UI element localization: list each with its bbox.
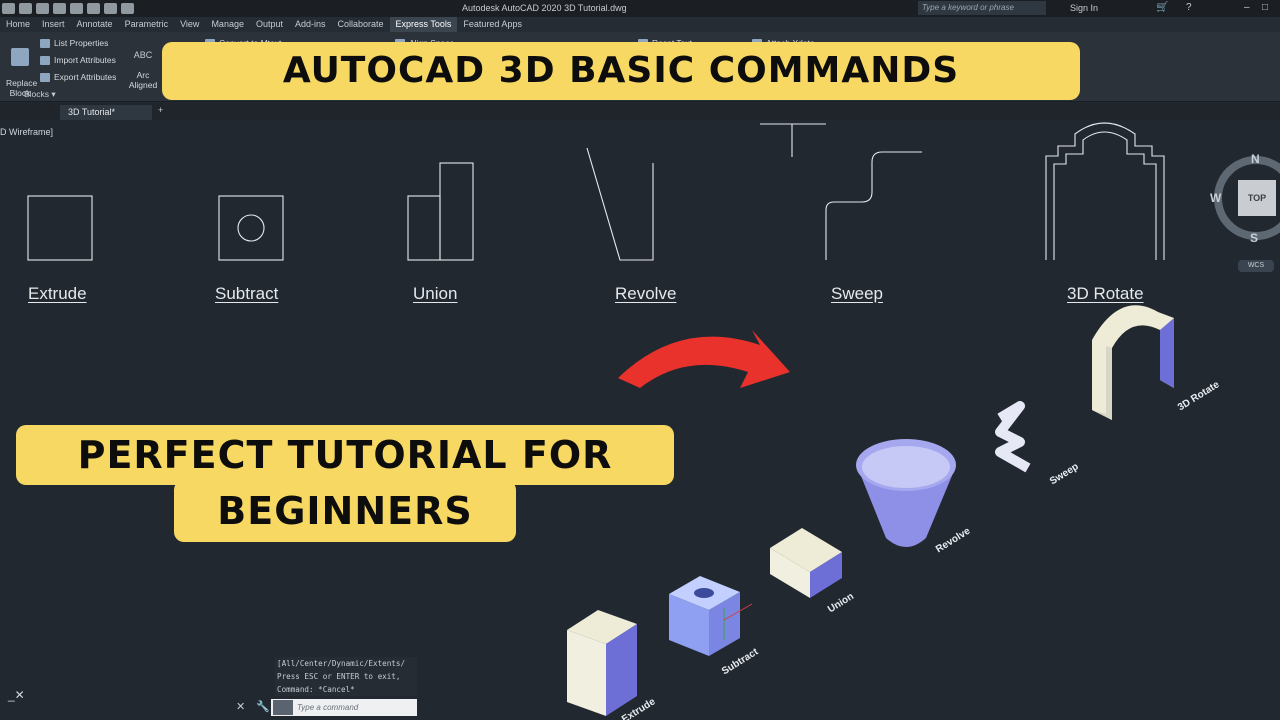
union-profile-a bbox=[407, 195, 441, 261]
undo-icon[interactable] bbox=[104, 3, 117, 14]
document-tabs: 3D Tutorial* + bbox=[0, 103, 1280, 120]
arc-aligned-label: Arc Aligned bbox=[128, 70, 158, 90]
arc-aligned-button[interactable]: ABC Arc Aligned bbox=[128, 40, 158, 90]
label-3d-rotate: 3D Rotate bbox=[1067, 284, 1144, 303]
command-history-line: Command: *Cancel* bbox=[277, 685, 355, 694]
blocks-group-text: Blocks bbox=[24, 89, 50, 99]
sign-in-button[interactable]: Sign In bbox=[1070, 3, 1099, 13]
command-placeholder: Type a command bbox=[297, 703, 359, 712]
help-icon[interactable]: ? bbox=[1186, 2, 1192, 13]
redo-icon[interactable] bbox=[121, 3, 134, 14]
tab-manage[interactable]: Manage bbox=[211, 19, 244, 29]
arc-text-icon: ABC bbox=[133, 50, 153, 60]
tab-addins[interactable]: Add-ins bbox=[295, 19, 326, 29]
tab-view[interactable]: View bbox=[180, 19, 200, 29]
save-icon[interactable] bbox=[36, 3, 49, 14]
subtitle-banner-line1: PERFECT TUTORIAL FOR bbox=[16, 425, 674, 485]
cart-icon[interactable]: 🛒 bbox=[1156, 2, 1169, 13]
export-attributes-label: Export Attributes bbox=[54, 72, 117, 82]
command-dropdown-icon[interactable] bbox=[273, 700, 293, 715]
command-history: [All/Center/Dynamic/Extents/ Press ESC o… bbox=[275, 657, 417, 696]
export-icon bbox=[40, 73, 50, 83]
sweep-path bbox=[825, 151, 922, 260]
open-icon[interactable] bbox=[19, 3, 32, 14]
drawing-canvas[interactable] bbox=[0, 120, 1280, 720]
revolve-profile bbox=[586, 147, 654, 261]
viewcube-north[interactable]: N bbox=[1251, 152, 1260, 166]
tab-output[interactable]: Output bbox=[255, 19, 283, 29]
tab-parametric[interactable]: Parametric bbox=[124, 19, 169, 29]
extrude-solid bbox=[567, 610, 637, 716]
web-mobile-icon[interactable] bbox=[70, 3, 83, 14]
new-icon[interactable] bbox=[2, 3, 15, 14]
replace-block-icon bbox=[11, 48, 29, 66]
tab-collaborate[interactable]: Collaborate bbox=[337, 19, 384, 29]
list-properties-button[interactable]: List Properties bbox=[40, 38, 109, 49]
list-icon bbox=[40, 39, 50, 49]
red-arrow-icon bbox=[618, 330, 790, 388]
sweep-solid bbox=[995, 401, 1031, 473]
rotate-solid bbox=[1092, 305, 1174, 420]
viewcube-ring[interactable] bbox=[1214, 156, 1280, 240]
rotate-arch-outer bbox=[1045, 122, 1165, 260]
command-history-line: Press ESC or ENTER to exit, bbox=[277, 672, 401, 681]
ucs-icon: _✕ bbox=[8, 688, 25, 702]
rotate-arch-inner bbox=[1053, 131, 1157, 260]
plot-icon[interactable] bbox=[87, 3, 100, 14]
label-extrude: Extrude bbox=[28, 284, 87, 303]
viewcube-west[interactable]: W bbox=[1210, 191, 1222, 205]
label-union: Union bbox=[413, 284, 458, 303]
union-profile-b bbox=[439, 162, 474, 261]
blocks-group-label[interactable]: Blocks ▾ bbox=[24, 89, 56, 99]
viewcube-south[interactable]: S bbox=[1250, 231, 1259, 245]
import-attributes-button[interactable]: Import Attributes bbox=[40, 55, 116, 66]
label-revolve: Revolve bbox=[615, 284, 677, 303]
doc-tab-3d-tutorial[interactable]: 3D Tutorial* bbox=[60, 105, 152, 120]
revolve-solid bbox=[856, 439, 956, 547]
quick-access-toolbar bbox=[0, 3, 134, 14]
minimize-icon[interactable]: – bbox=[1244, 2, 1250, 13]
tab-express-tools[interactable]: Express Tools bbox=[389, 17, 458, 32]
list-properties-label: List Properties bbox=[54, 38, 109, 48]
title-bar: Autodesk AutoCAD 2020 3D Tutorial.dwg Ty… bbox=[0, 0, 1280, 17]
label-sweep: Sweep bbox=[831, 284, 883, 303]
new-tab-icon[interactable]: + bbox=[158, 105, 164, 115]
label-subtract: Subtract bbox=[215, 284, 279, 303]
wcs-menu[interactable]: WCS bbox=[1238, 260, 1274, 272]
export-attributes-button[interactable]: Export Attributes bbox=[40, 72, 117, 83]
import-attributes-label: Import Attributes bbox=[54, 55, 116, 65]
tab-home[interactable]: Home bbox=[6, 19, 31, 29]
viewport-style-label[interactable]: D Wireframe] bbox=[0, 127, 54, 137]
tab-insert[interactable]: Insert bbox=[42, 19, 65, 29]
subtract-profile bbox=[218, 195, 284, 261]
subtract-hole bbox=[237, 214, 265, 242]
extrude-profile bbox=[27, 195, 93, 261]
command-history-line: [All/Center/Dynamic/Extents/ bbox=[277, 659, 406, 668]
replace-block-button[interactable]: Replace Block bbox=[6, 38, 38, 98]
subtract-solid bbox=[669, 576, 753, 656]
replace-block-label: Replace Block bbox=[6, 78, 38, 98]
import-icon bbox=[40, 56, 50, 66]
ribbon-tabs: Home Insert Annotate Parametric View Man… bbox=[0, 17, 1280, 32]
viewcube-top-face[interactable]: TOP bbox=[1238, 180, 1276, 216]
close-command-line-icon[interactable]: ✕ bbox=[236, 701, 246, 713]
tab-annotate[interactable]: Annotate bbox=[76, 19, 113, 29]
customize-icon[interactable]: 🔧 bbox=[256, 701, 270, 713]
command-input[interactable]: Type a command bbox=[271, 699, 417, 716]
search-input[interactable]: Type a keyword or phrase bbox=[918, 1, 1046, 15]
union-solid bbox=[770, 528, 842, 598]
subtitle-banner-line2: BEGINNERS bbox=[174, 480, 516, 542]
title-banner: AUTOCAD 3D BASIC COMMANDS bbox=[162, 42, 1080, 100]
save-as-icon[interactable] bbox=[53, 3, 66, 14]
tab-featured-apps[interactable]: Featured Apps bbox=[463, 19, 522, 29]
app-title: Autodesk AutoCAD 2020 3D Tutorial.dwg bbox=[462, 3, 627, 13]
maximize-icon[interactable]: □ bbox=[1262, 2, 1269, 13]
